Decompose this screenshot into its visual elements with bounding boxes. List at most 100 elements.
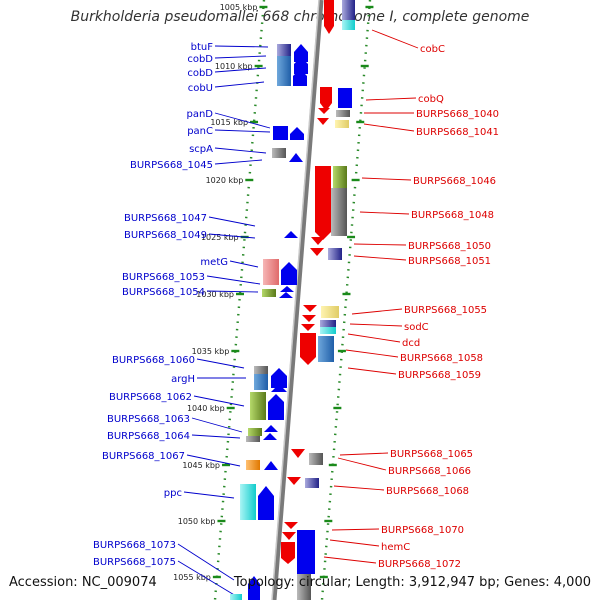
connector-burps668-1058	[345, 349, 399, 358]
genome-summary-text: Topology: circular; Length: 3,912,947 bp…	[233, 575, 591, 590]
connector-burps668-1068	[333, 485, 385, 491]
right-features	[281, 0, 355, 600]
connector-burps668-1047	[208, 216, 256, 227]
kbp-tick-label: 1015 kbp	[210, 118, 248, 127]
gene-arrow-cobc	[324, 0, 334, 34]
connector-burps668-1072	[323, 556, 377, 564]
gene-label-scpa: scpA	[189, 144, 213, 155]
connector-burps668-1065	[339, 452, 389, 456]
kbp-tick-label: 1020 kbp	[206, 176, 244, 185]
gene-label-burps668-1050: BURPS668_1050	[408, 241, 491, 252]
connector-burps668-1048	[359, 211, 410, 215]
gene-label-burps668-1055: BURPS668_1055	[404, 305, 487, 316]
gene-label-panc: panC	[187, 126, 213, 137]
connector-cobc	[371, 29, 419, 49]
gene-label-btuf: btuF	[191, 42, 214, 53]
gene-label-burps668-1060: BURPS668_1060	[112, 355, 195, 366]
gene-label-burps668-1046: BURPS668_1046	[413, 176, 496, 187]
connector-burps668-1053	[206, 275, 261, 285]
connector-burps668-1059	[347, 367, 397, 375]
connector-pand	[214, 112, 271, 129]
gene-label-burps668-1073: BURPS668_1073	[93, 540, 176, 551]
label-connectors	[177, 29, 419, 597]
gene-label-burps668-1048: BURPS668_1048	[411, 210, 494, 221]
connector-ppc	[183, 491, 235, 499]
right-gene-labels: cobCcobQBURPS668_1040BURPS668_1041BURPS6…	[378, 44, 499, 570]
gene-label-burps668-1063: BURPS668_1063	[107, 414, 190, 425]
gene-label-ppc: ppc	[164, 488, 182, 499]
connector-burps668-1046	[361, 177, 412, 181]
accession-text: Accession: NC_009074	[9, 575, 157, 590]
connector-burps668-1051	[353, 255, 407, 261]
gene-label-burps668-1065: BURPS668_1065	[390, 449, 473, 460]
gene-label-burps668-1053: BURPS668_1053	[122, 272, 205, 283]
gene-arrow-cobq	[320, 87, 332, 111]
gene-label-burps668-1051: BURPS668_1051	[408, 256, 491, 267]
kbp-tick-label: 1040 kbp	[187, 404, 225, 413]
kbp-tick-label: 1030 kbp	[196, 290, 234, 299]
gene-label-burps668-1054: BURPS668_1054	[122, 287, 205, 298]
gene-label-cobd: cobD	[187, 54, 213, 65]
gene-label-burps668-1066: BURPS668_1066	[388, 466, 471, 477]
gene-label-burps668-1068: BURPS668_1068	[386, 486, 469, 497]
connector-scpa	[214, 147, 267, 154]
kbp-tick-label: 1050 kbp	[178, 517, 216, 526]
gene-label-burps668-1064: BURPS668_1064	[107, 431, 190, 442]
connector-burps668-1049	[208, 233, 256, 239]
gene-label-burps668-1049: BURPS668_1049	[124, 230, 207, 241]
gene-label-cobu: cobU	[188, 83, 213, 94]
connector-cobd	[214, 67, 267, 73]
connector-burps668-1050	[353, 243, 407, 246]
connector-burps668-1073	[177, 543, 235, 581]
gene-label-burps668-1041: BURPS668_1041	[416, 127, 499, 138]
connector-burps668-1070	[331, 528, 380, 531]
kbp-tick-label: 1005 kbp	[220, 3, 258, 12]
gene-label-burps668-1067: BURPS668_1067	[102, 451, 185, 462]
gene-label-hemc: hemC	[381, 542, 410, 553]
gene-label-burps668-1058: BURPS668_1058	[400, 353, 483, 364]
left-scale-line	[213, 0, 266, 600]
connector-sodc	[349, 323, 403, 327]
kbp-tick-label: 1055 kbp	[173, 573, 211, 582]
map-title: Burkholderia pseudomallei 668 chromosome…	[70, 9, 530, 25]
connector-burps668-1064	[191, 434, 241, 439]
connector-hemc	[329, 539, 380, 547]
left-gene-labels: btuFcobDcobDcobUpanDpanCscpABURPS668_104…	[93, 42, 228, 568]
connector-cobd	[214, 55, 267, 59]
gene-label-burps668-1045: BURPS668_1045	[130, 160, 213, 171]
connector-burps668-1045	[214, 159, 263, 165]
connector-dcd	[347, 333, 401, 343]
gene-label-burps668-1070: BURPS668_1070	[381, 525, 464, 536]
connector-metg	[229, 260, 259, 268]
kbp-tick-label: 1035 kbp	[192, 347, 230, 356]
connector-burps668-1041	[363, 123, 415, 132]
gene-label-burps668-1047: BURPS668_1047	[124, 213, 207, 224]
gene-arrow-1046	[315, 166, 331, 240]
gene-label-burps668-1072: BURPS668_1072	[378, 559, 461, 570]
connector-burps668-1063	[191, 417, 243, 433]
connector-burps668-1060	[196, 358, 245, 369]
connector-burps668-1067	[186, 454, 241, 467]
connector-burps668-1054	[206, 290, 259, 293]
gene-label-sodc: sodC	[404, 322, 429, 333]
connector-btuf	[214, 45, 269, 48]
gene-label-argh: argH	[171, 374, 195, 385]
gene-label-cobq: cobQ	[418, 94, 444, 105]
gene-label-burps668-1075: BURPS668_1075	[93, 557, 176, 568]
gene-label-burps668-1040: BURPS668_1040	[416, 109, 499, 120]
left-features	[230, 44, 308, 600]
gene-label-pand: panD	[186, 109, 213, 120]
chromosome-backbone	[271, 0, 324, 600]
connector-cobu	[214, 81, 265, 88]
gene-label-cobd: cobD	[187, 68, 213, 79]
connector-cobq	[365, 97, 417, 101]
feature-block-cobc	[342, 0, 355, 20]
connector-panc	[214, 129, 271, 133]
connector-burps668-1066	[337, 457, 387, 471]
connector-burps668-1075	[177, 560, 237, 597]
kbp-tick-label: 1010 kbp	[215, 62, 253, 71]
gene-label-burps668-1062: BURPS668_1062	[109, 392, 192, 403]
gene-label-dcd: dcd	[402, 338, 420, 349]
kbp-tick-label: 1045 kbp	[182, 461, 220, 470]
